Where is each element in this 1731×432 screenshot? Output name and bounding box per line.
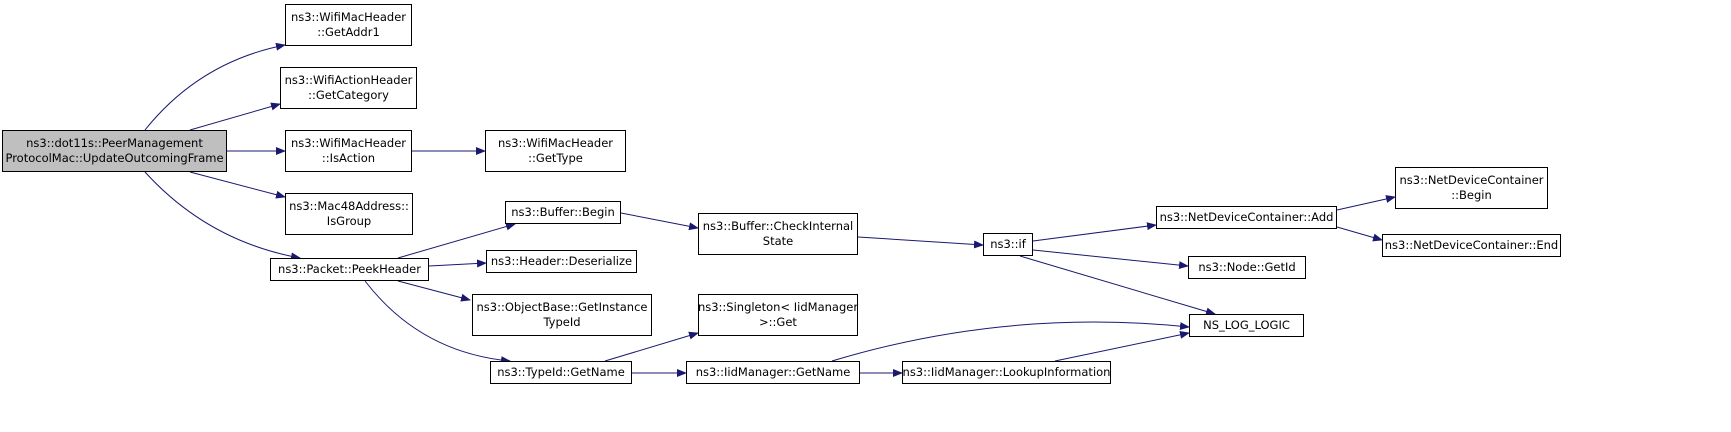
edge-peekheader-to-begin — [397, 222, 516, 259]
node-label: ns3::if — [990, 237, 1026, 251]
edge-checkinternal-to-if — [857, 236, 984, 249]
node-deserialize[interactable]: ns3::Header::Deserialize — [486, 250, 637, 273]
node-lookup[interactable]: ns3::IidManager::LookupInformation — [902, 361, 1111, 384]
edge-peekheader-to-typeidgetname — [364, 280, 511, 365]
node-label: ns3::Header::Deserialize — [490, 254, 633, 268]
node-label: ::GetType — [528, 151, 583, 165]
node-label: ns3::WifiMacHeader — [290, 10, 407, 24]
node-label: ::GetCategory — [308, 88, 389, 102]
node-isaction[interactable]: ns3::WifiMacHeader::IsAction — [285, 130, 412, 172]
edge-ndcadd-to-ndcend — [1336, 226, 1383, 242]
node-label: NS_LOG_LOGIC — [1203, 318, 1290, 332]
edge-begin-to-checkinternal — [620, 212, 699, 231]
node-label: ns3::TypeId::GetName — [497, 365, 625, 379]
node-label: ns3::dot11s::PeerManagement — [26, 136, 203, 150]
node-gettype[interactable]: ns3::WifiMacHeader::GetType — [485, 130, 626, 172]
edge-peekheader-to-deserialize — [428, 259, 487, 268]
node-begin[interactable]: ns3::Buffer::Begin — [505, 201, 621, 224]
node-getcategory[interactable]: ns3::WifiActionHeader::GetCategory — [280, 67, 417, 109]
edge-root-to-isgroup — [189, 171, 286, 199]
node-ndcadd[interactable]: ns3::NetDeviceContainer::Add — [1156, 206, 1337, 229]
node-label: ns3::WifiActionHeader — [284, 73, 413, 87]
node-if[interactable]: ns3::if — [983, 233, 1033, 256]
edge-lookup-to-nslog — [1054, 330, 1190, 362]
node-label: >::Get — [759, 315, 797, 329]
node-label: ns3::Buffer::Begin — [511, 205, 615, 219]
node-ndcbegin[interactable]: ns3::NetDeviceContainer::Begin — [1395, 167, 1548, 209]
node-label: State — [762, 234, 794, 248]
node-label: ns3::Packet::PeekHeader — [278, 262, 421, 276]
edge-root-to-getaddr1 — [144, 42, 286, 131]
node-label: ProtocolMac::UpdateOutcomingFrame — [5, 151, 224, 165]
edge-if-to-nodegetid — [1032, 249, 1189, 270]
edge-iidgetname-to-nslog — [831, 321, 1190, 362]
node-label: ns3::IidManager::LookupInformation — [902, 365, 1111, 379]
edge-ndcadd-to-ndcbegin — [1336, 195, 1396, 211]
node-ndcend[interactable]: ns3::NetDeviceContainer::End — [1382, 234, 1561, 257]
node-label: ns3::Node::GetId — [1198, 260, 1296, 274]
node-label: TypeId — [543, 315, 581, 329]
node-label: ::Begin — [1451, 188, 1492, 202]
node-label: ns3::WifiMacHeader — [497, 136, 614, 150]
edge-root-to-peekheader — [144, 171, 301, 261]
node-nodegetid[interactable]: ns3::Node::GetId — [1188, 256, 1306, 279]
node-label: ns3::ObjectBase::GetInstance — [476, 300, 648, 314]
node-label: ns3::NetDeviceContainer::End — [1384, 238, 1559, 252]
edge-if-to-ndcadd — [1032, 222, 1157, 242]
node-label: IsGroup — [326, 214, 372, 228]
edge-if-to-nslog — [1019, 255, 1216, 316]
node-label: ::GetAddr1 — [317, 25, 380, 39]
node-iidgetname[interactable]: ns3::IidManager::GetName — [686, 361, 860, 384]
node-label: ns3::NetDeviceContainer — [1399, 173, 1544, 187]
node-label: ns3::Singleton< IidManager — [697, 300, 859, 314]
node-label: ns3::NetDeviceContainer::Add — [1159, 210, 1334, 224]
node-label: ns3::IidManager::GetName — [695, 365, 851, 379]
edge-typeidgetname-to-singletonget — [604, 331, 699, 362]
edge-peekheader-to-getinstancetypeid — [397, 280, 471, 302]
node-singletonget[interactable]: ns3::Singleton< IidManager>::Get — [698, 294, 858, 336]
node-typeidgetname[interactable]: ns3::TypeId::GetName — [490, 361, 632, 384]
node-isgroup[interactable]: ns3::Mac48Address::IsGroup — [285, 193, 413, 235]
node-getaddr1[interactable]: ns3::WifiMacHeader::GetAddr1 — [285, 4, 412, 46]
node-peekheader[interactable]: ns3::Packet::PeekHeader — [270, 258, 429, 281]
node-label: ::IsAction — [321, 151, 376, 165]
node-label: ns3::Buffer::CheckInternal — [702, 219, 854, 233]
node-label: ns3::WifiMacHeader — [290, 136, 407, 150]
node-nslog[interactable]: NS_LOG_LOGIC — [1189, 314, 1304, 337]
node-label: ns3::Mac48Address:: — [289, 199, 409, 213]
edge-root-to-getcategory — [189, 102, 281, 131]
